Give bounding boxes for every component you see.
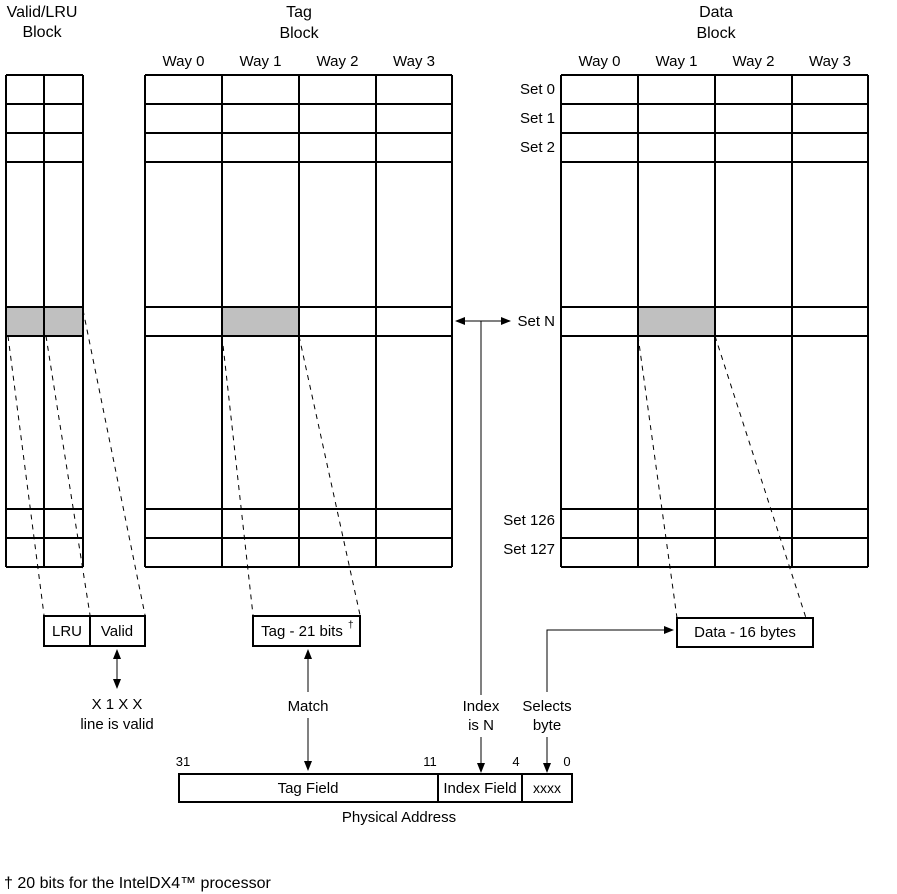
data-block <box>560 74 869 568</box>
data-bytes-label: Data - 16 bytes <box>694 624 796 641</box>
physical-address-bar <box>178 773 573 803</box>
index-label-2: is N <box>468 717 494 734</box>
bit-label: 11 <box>423 754 437 769</box>
lru-valid-box <box>43 615 146 647</box>
way-label: Way 0 <box>163 53 205 70</box>
footnote: † 20 bits for the IntelDX4™ processor <box>4 875 271 892</box>
valid-lru-header-2: Block <box>22 24 62 41</box>
bit-label: 0 <box>563 754 570 769</box>
bit-label: 31 <box>176 754 190 769</box>
way-label: Way 1 <box>656 53 698 70</box>
index-label: Index <box>463 698 500 715</box>
dagger: † <box>348 620 354 631</box>
lru-label: LRU <box>52 623 82 640</box>
data-header-2: Block <box>696 25 736 42</box>
valid-desc: line is valid <box>80 716 153 733</box>
way-label: Way 3 <box>809 53 851 70</box>
tag-field: Tag Field <box>278 780 339 797</box>
highlighted-cell <box>44 307 83 336</box>
way-label: Way 3 <box>393 53 435 70</box>
index-field: Index Field <box>443 780 516 797</box>
highlighted-cell <box>6 307 44 336</box>
physical-address-caption: Physical Address <box>342 809 456 826</box>
way-label: Way 2 <box>733 53 775 70</box>
bit-label: 4 <box>512 754 519 769</box>
way-label: Way 2 <box>317 53 359 70</box>
match-label: Match <box>288 698 329 715</box>
set-label: Set 127 <box>503 541 555 558</box>
set-label: Set N <box>517 313 555 330</box>
tag-bits-label: Tag - 21 bits <box>261 623 343 640</box>
valid-lru-block <box>5 74 84 568</box>
valid-label: Valid <box>101 623 133 640</box>
way-label: Way 0 <box>579 53 621 70</box>
set-label: Set 2 <box>520 139 555 156</box>
data-box <box>676 617 814 648</box>
selects-label-2: byte <box>533 717 561 734</box>
valid-value: X 1 X X <box>92 696 143 713</box>
highlighted-cell <box>222 307 299 336</box>
valid-lru-header: Valid/LRU <box>7 4 78 21</box>
tag-box <box>252 615 361 647</box>
set-label: Set 1 <box>520 110 555 127</box>
tag-block <box>144 74 453 568</box>
set-label: Set 0 <box>520 81 555 98</box>
highlighted-cell <box>638 307 715 336</box>
offset-field: xxxx <box>533 780 561 796</box>
selects-label: Selects <box>522 698 571 715</box>
data-header: Data <box>699 4 733 21</box>
tag-header-2: Block <box>279 25 319 42</box>
way-label: Way 1 <box>240 53 282 70</box>
set-label: Set 126 <box>503 512 555 529</box>
tag-header: Tag <box>286 4 312 21</box>
